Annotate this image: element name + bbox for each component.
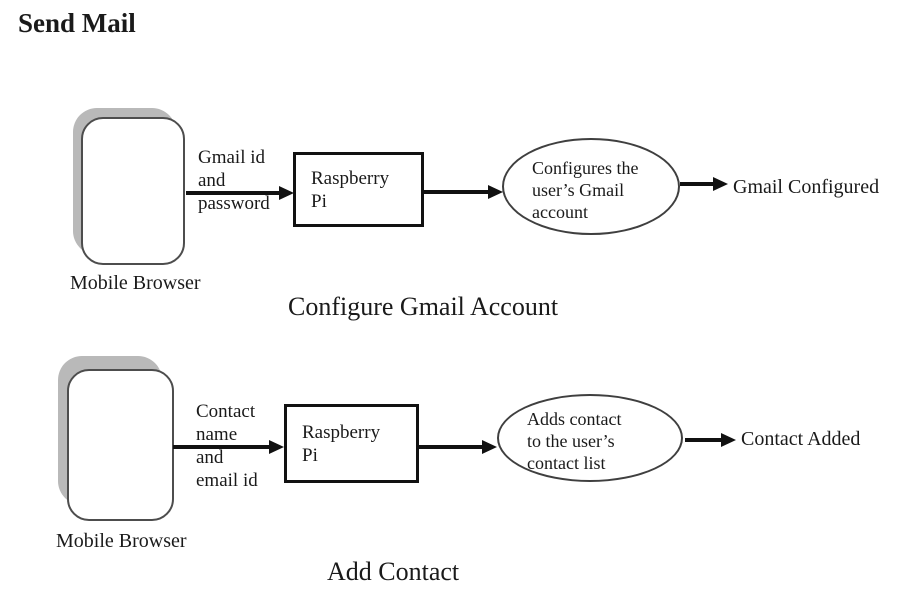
- diagram-caption: Add Contact: [327, 557, 460, 586]
- arrow-process-to-result: [680, 182, 715, 186]
- arrow-browser-to-pi: [173, 445, 270, 449]
- raspberry-pi-box: Raspberry Pi: [284, 404, 419, 483]
- arrowhead-icon: [279, 186, 294, 200]
- arrowhead-icon: [269, 440, 284, 454]
- arrowhead-icon: [721, 433, 736, 447]
- mobile-browser-shape: [67, 369, 174, 521]
- process-ellipse: Adds contact to the user’s contact list: [497, 394, 683, 482]
- input-data-label: Gmail id and password: [198, 147, 270, 214]
- arrowhead-icon: [482, 440, 497, 454]
- mobile-browser-label: Mobile Browser: [70, 272, 201, 294]
- arrow-pi-to-process: [424, 190, 490, 194]
- process-ellipse: Configures the user’s Gmail account: [502, 138, 680, 235]
- page-title: Send Mail: [18, 8, 136, 38]
- input-data-label: Contact name and email id: [196, 401, 258, 491]
- arrowhead-icon: [488, 185, 503, 199]
- arrow-pi-to-process: [419, 445, 483, 449]
- arrow-process-to-result: [685, 438, 722, 442]
- diagram-caption: Configure Gmail Account: [288, 292, 559, 321]
- mobile-browser-shape: [81, 117, 185, 265]
- mobile-browser-label: Mobile Browser: [56, 530, 187, 552]
- arrowhead-icon: [713, 177, 728, 191]
- result-label: Gmail Configured: [733, 176, 880, 198]
- result-label: Contact Added: [741, 428, 861, 450]
- arrow-browser-to-pi: [186, 191, 280, 195]
- raspberry-pi-box: Raspberry Pi: [293, 152, 424, 227]
